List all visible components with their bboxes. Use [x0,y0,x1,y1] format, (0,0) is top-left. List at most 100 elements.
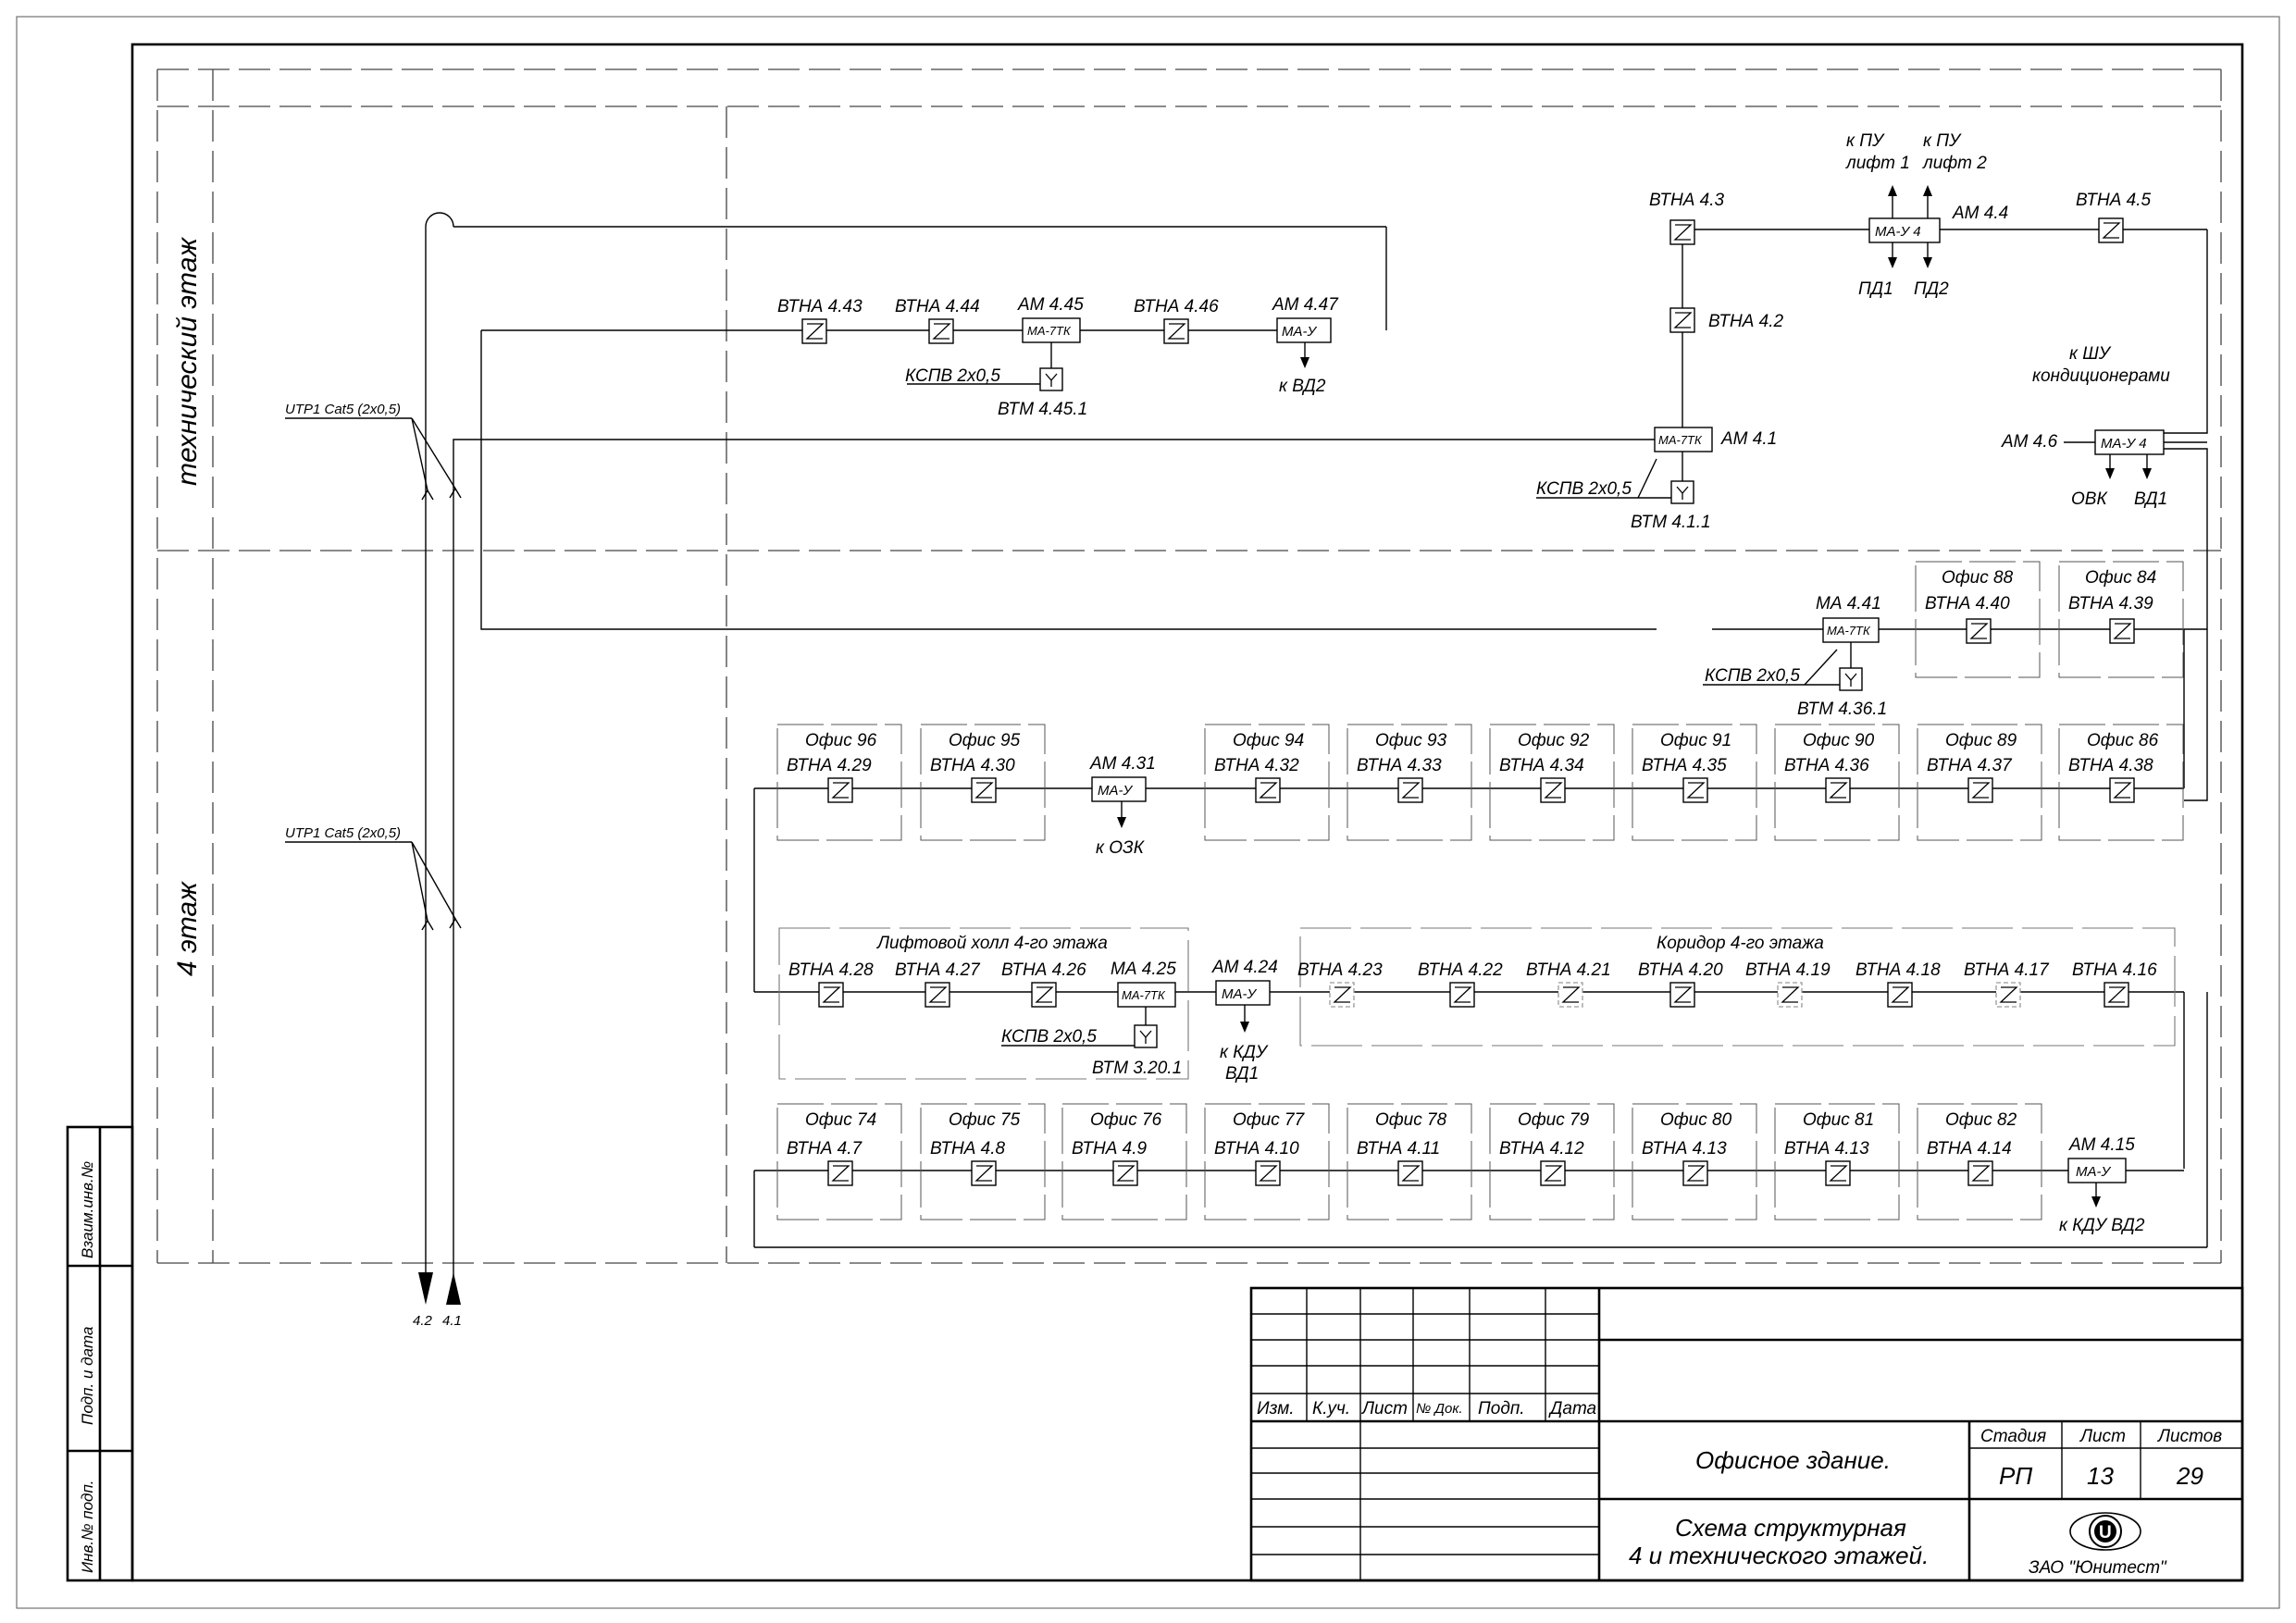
sensor-r2r-2-label: ВТНА 4.34 [1499,756,1584,775]
svg-text:МА 4.25: МА 4.25 [1111,960,1176,979]
tb-object: Офисное здание. [1695,1446,1891,1474]
corridor-sensor-0: ВТНА 4.23 [1297,960,1383,1008]
corridor-sensor-6: ВТНА 4.17 [1964,960,2050,1008]
corridor-sensors: ВТНА 4.23 ВТНА 4.22 ВТНА 4.21 ВТНА 4.20 ВТНА… [1297,960,2157,1008]
lift-sensor-2: ВТНА 4.26 [1001,960,1086,1008]
corridor-sensor-7-label: ВТНА 4.16 [2072,960,2157,980]
svg-text:КСПВ 2x0,5: КСПВ 2x0,5 [1536,479,1632,499]
svg-text:ВТНА 4.43: ВТНА 4.43 [777,297,863,316]
office-box-r2r-3 [1632,724,1757,841]
sensor-r4-1-label: ВТНА 4.8 [930,1139,1006,1158]
office-label-r1-0: Офис 88 [1942,568,2014,588]
svg-text:ВТНА 4.44: ВТНА 4.44 [895,297,980,316]
tb-sheet: 13 [2087,1462,2114,1490]
sensor-r1-1: ВТНА 4.39 [2068,594,2153,644]
corridor-sensor-6-label: ВТНА 4.17 [1964,960,2050,980]
sensor-r2r-1: ВТНА 4.33 [1357,756,1442,803]
corridor-sensor-1: ВТНА 4.22 [1418,960,1503,1008]
corridor-sensor-4-label: ВТНА 4.19 [1745,960,1831,980]
office-box-r4-5 [1489,1103,1615,1220]
lift-sensor-1-label: ВТНА 4.27 [895,960,981,980]
office-label-r2r-1: Офис 93 [1375,731,1447,750]
zone-frame [156,68,2222,1264]
sensor-r2l-0: ВТНА 4.29 [787,756,872,803]
office-box-r2r-5 [1917,724,2042,841]
svg-text:ВТМ 4.1.1: ВТМ 4.1.1 [1631,513,1711,532]
svg-text:МА-У: МА-У [1282,324,1317,340]
office-box-r2r-2 [1489,724,1615,841]
sensor-r2r-0-label: ВТНА 4.32 [1214,756,1299,775]
office-label-r2l-0: Офис 96 [805,731,877,750]
sensor-r4-4-label: ВТНА 4.11 [1357,1139,1440,1158]
office-box-r1-1 [2058,561,2184,678]
corridor-sensor-0-label: ВТНА 4.23 [1297,960,1383,980]
svg-text:МА-У: МА-У [1222,986,1257,1002]
corridor-label: Коридор 4-го этажа [1657,934,1824,953]
riser-up-label: 4.1 [442,1313,462,1329]
tb-col-ndok: № Док. [1416,1401,1463,1417]
sensor-r2r-5-label: ВТНА 4.37 [1927,756,2013,775]
sensor-r4-5-label: ВТНА 4.12 [1499,1139,1584,1158]
cable-label-floor4: UTP1 Cat5 (2x0,5) [285,825,401,841]
sensor-r4-8-label: ВТНА 4.14 [1927,1139,2012,1158]
cable-label-tech: UTP1 Cat5 (2x0,5) [285,402,401,417]
sensor-r4-0-label: ВТНА 4.7 [787,1139,863,1158]
sensor-r2l-0-label: ВТНА 4.29 [787,756,872,775]
stamp-inv: Инв.№ подп. [79,1480,96,1573]
lift-sensor-0: ВТНА 4.28 [788,960,874,1008]
svg-text:МА 4.41: МА 4.41 [1816,594,1881,613]
svg-text:ВТНА 4.46: ВТНА 4.46 [1134,297,1219,316]
svg-text:ВТНА 4.5: ВТНА 4.5 [2076,191,2152,210]
svg-text:к КДУ ВД2: к КДУ ВД2 [2059,1216,2145,1235]
svg-text:КСПВ 2x0,5: КСПВ 2x0,5 [905,366,1000,386]
lift-sensor-0-label: ВТНА 4.28 [788,960,874,980]
corridor-sensor-3-label: ВТНА 4.20 [1638,960,1723,980]
sensor-r2r-6-label: ВТНА 4.38 [2068,756,2153,775]
svg-text:к ОЗК: к ОЗК [1096,838,1146,858]
office-label-r4-7: Офис 81 [1803,1110,1874,1130]
corridor-sensor-2: ВТНА 4.21 [1526,960,1611,1008]
sensor-r2r-4-label: ВТНА 4.36 [1784,756,1869,775]
riser-up-arrow [446,1272,461,1305]
office-box-r4-2 [1061,1103,1187,1220]
svg-text:ВТНА 4.2: ВТНА 4.2 [1708,312,1784,331]
sensor-r4-8: ВТНА 4.14 [1927,1139,2012,1186]
office-box-r2r-1 [1347,724,1472,841]
corridor-sensor-2-label: ВТНА 4.21 [1526,960,1611,980]
svg-text:КСПВ 2x0,5: КСПВ 2x0,5 [1001,1027,1097,1047]
svg-text:лифт 2: лифт 2 [1922,154,1987,173]
sensor-r2r-6: ВТНА 4.38 [2068,756,2153,803]
sensor-r2r-4: ВТНА 4.36 [1784,756,1869,803]
tb-col-izm: Изм. [1257,1399,1295,1419]
floor4-label: 4 этаж [172,881,203,976]
tb-col-data: Дата [1548,1399,1596,1419]
sensor-r4-3-label: ВТНА 4.10 [1214,1139,1299,1158]
office-label-r2r-0: Офис 94 [1233,731,1304,750]
tb-sheets: 29 [2176,1462,2203,1490]
module-ma-4-41: МА-7ТК МА 4.41 КСПВ 2x0,5 ВТМ 4.36.1 [1703,594,1887,719]
office-label-r2r-2: Офис 92 [1518,731,1590,750]
sensor-r4-7-label: ВТНА 4.13 [1784,1139,1869,1158]
svg-text:к ПУ: к ПУ [1923,131,1962,151]
svg-text:КСПВ 2x0,5: КСПВ 2x0,5 [1705,666,1800,686]
office-box-r4-4 [1347,1103,1472,1220]
sensor-r2r-5: ВТНА 4.37 [1927,756,2013,803]
sensor-r2r-1-label: ВТНА 4.33 [1357,756,1442,775]
svg-text:МА-У 4: МА-У 4 [1875,224,1921,240]
corridor-sensor-3: ВТНА 4.20 [1638,960,1723,1008]
office-box-r4-6 [1632,1103,1757,1220]
sensor-r4-5: ВТНА 4.12 [1499,1139,1584,1186]
svg-text:лифт 1: лифт 1 [1845,154,1910,173]
svg-text:ОВК: ОВК [2071,489,2108,509]
office-label-r2r-6: Офис 86 [2087,731,2159,750]
svg-text:АМ 4.24: АМ 4.24 [1211,958,1278,977]
office-box-r4-3 [1204,1103,1330,1220]
module-am-4-24: МА-У АМ 4.24 к КДУ ВД1 [1211,958,1278,1084]
logo-letter: U [2099,1523,2112,1542]
module-am-4-6: МА-У 4 АМ 4.6 к ШУ кондиционерами ОВК ВД… [2001,344,2207,509]
tb-col-kuch: К.уч. [1312,1399,1350,1419]
lift-sensor-1: ВТНА 4.27 [895,960,981,1008]
tb-col-podp: Подп. [1478,1399,1525,1419]
